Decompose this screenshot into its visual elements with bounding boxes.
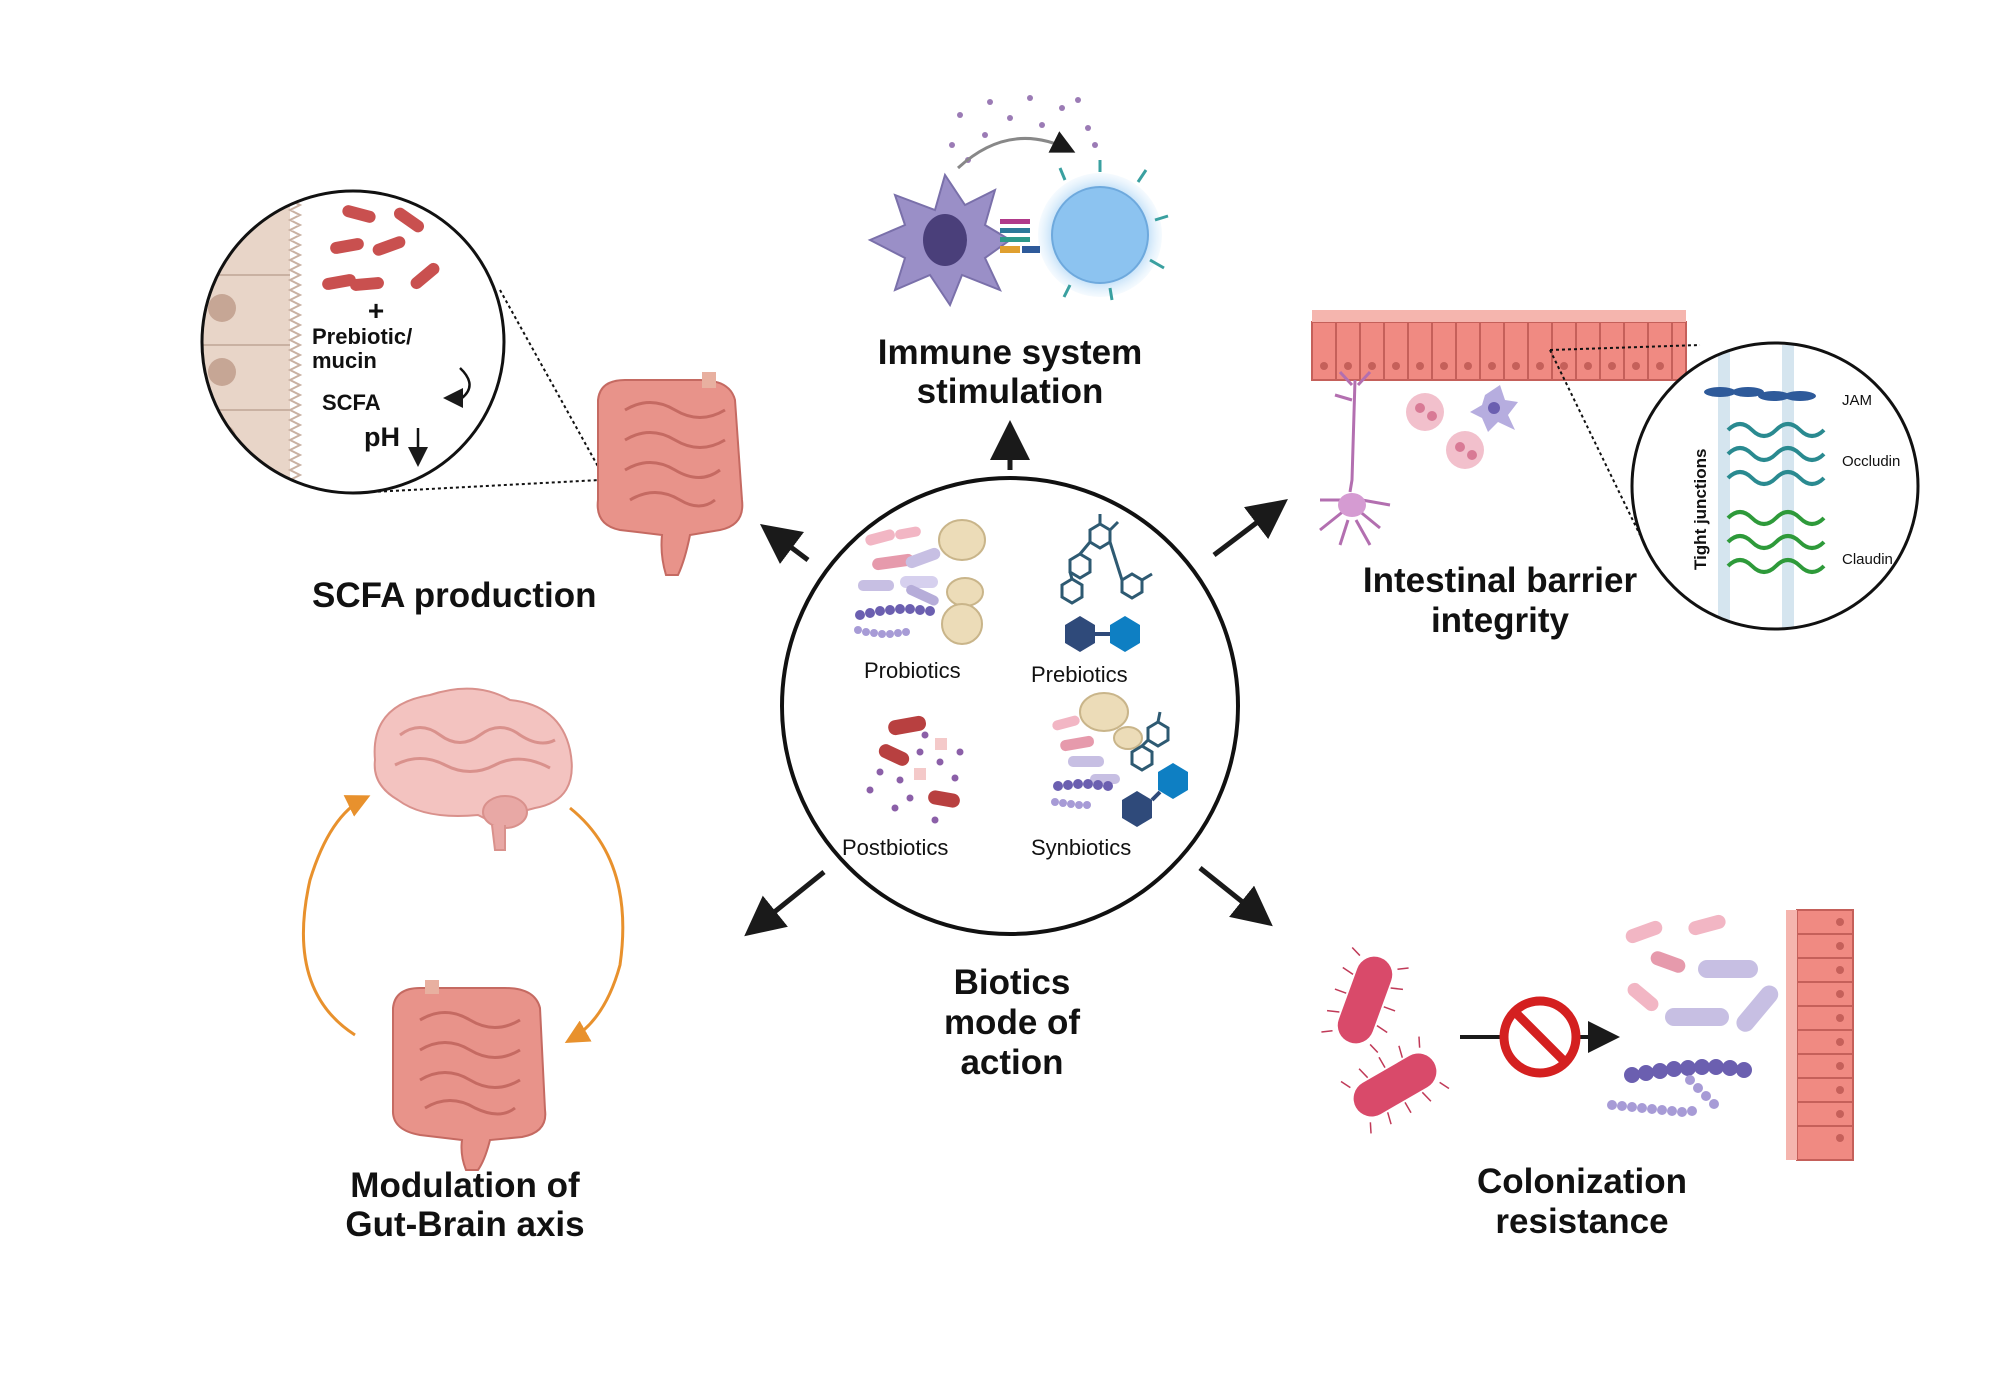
cycle-arrow-down (564, 806, 625, 1043)
barrier-neuron-body (1338, 493, 1366, 517)
prebiotics-icon (1060, 514, 1153, 605)
scfa-inset-plus: + (368, 295, 384, 326)
immune-label-line-1: Immune system (878, 333, 1143, 372)
tj-jam: JAM (1842, 392, 1872, 409)
scfa-inset-scfa: SCFA (322, 390, 381, 415)
arrow-down-right (1198, 866, 1273, 927)
central-circle (780, 476, 1240, 936)
scfa-inset-prebiotic: Prebiotic/ (312, 324, 412, 349)
arrow-up-right (1212, 498, 1288, 557)
postbiotics-icon (866, 715, 964, 824)
cycle-arrow-up (301, 795, 371, 1037)
no-entry-icon (1499, 996, 1581, 1078)
scfa-zoom-lines (371, 289, 601, 493)
immune-label-line-2: stimulation (917, 372, 1104, 411)
scfa-label: SCFA production (312, 576, 597, 615)
center-title-line-3: action (960, 1043, 1063, 1082)
brain-icon (373, 687, 573, 851)
colonization-label-line-2: resistance (1495, 1202, 1668, 1241)
gut-brain-label-line-1: Modulation of (350, 1166, 580, 1205)
scfa-inset-ph: pH (364, 422, 400, 452)
tight-junction-inset (1630, 341, 1920, 631)
immune-illustration (867, 95, 1169, 308)
prebiotics-label: Prebiotics (1031, 662, 1128, 687)
center-title-line-2: mode of (944, 1003, 1080, 1042)
arrows (744, 420, 1288, 937)
prebiotics-hexagons (1065, 616, 1140, 652)
probiotics-icon (854, 519, 986, 645)
scfa-inset-mucin: mucin (312, 348, 377, 373)
barrier-zoom-lines (1549, 344, 1701, 536)
center-title-line-1: Biotics (954, 963, 1071, 1002)
barrier-immune-cells (1406, 385, 1518, 469)
tj-occludin: Occludin (1842, 453, 1900, 470)
synbiotics-icon (1051, 692, 1188, 827)
colonization-label-line-1: Colonization (1477, 1162, 1687, 1201)
center-title: Biotics mode of action (944, 963, 1080, 1082)
commensal-bacteria (1607, 914, 1779, 1117)
arrow-up-left (760, 524, 810, 564)
tj-claudin: Claudin (1842, 551, 1893, 568)
scfa-intestine-icon (596, 372, 744, 576)
barrier-neuron (1319, 370, 1391, 546)
gut-brain-intestine-icon (391, 980, 547, 1171)
postbiotics-label: Postbiotics (842, 835, 948, 860)
arrow-down-left (744, 870, 826, 937)
gut-brain-label-line-2: Gut-Brain axis (345, 1205, 584, 1244)
pathogen-bacteria (1321, 946, 1450, 1134)
colonization-epithelium (1786, 909, 1854, 1161)
barrier-label-line-2: integrity (1431, 601, 1570, 640)
synbiotics-label: Synbiotics (1031, 835, 1131, 860)
barrier-label-line-1: Intestinal barrier (1363, 561, 1638, 600)
probiotics-label: Probiotics (864, 658, 961, 683)
gut-brain-cycle (301, 795, 625, 1043)
tj-vertical-label: Tight junctions (1691, 448, 1710, 570)
barrier-epithelium (1311, 310, 1687, 381)
